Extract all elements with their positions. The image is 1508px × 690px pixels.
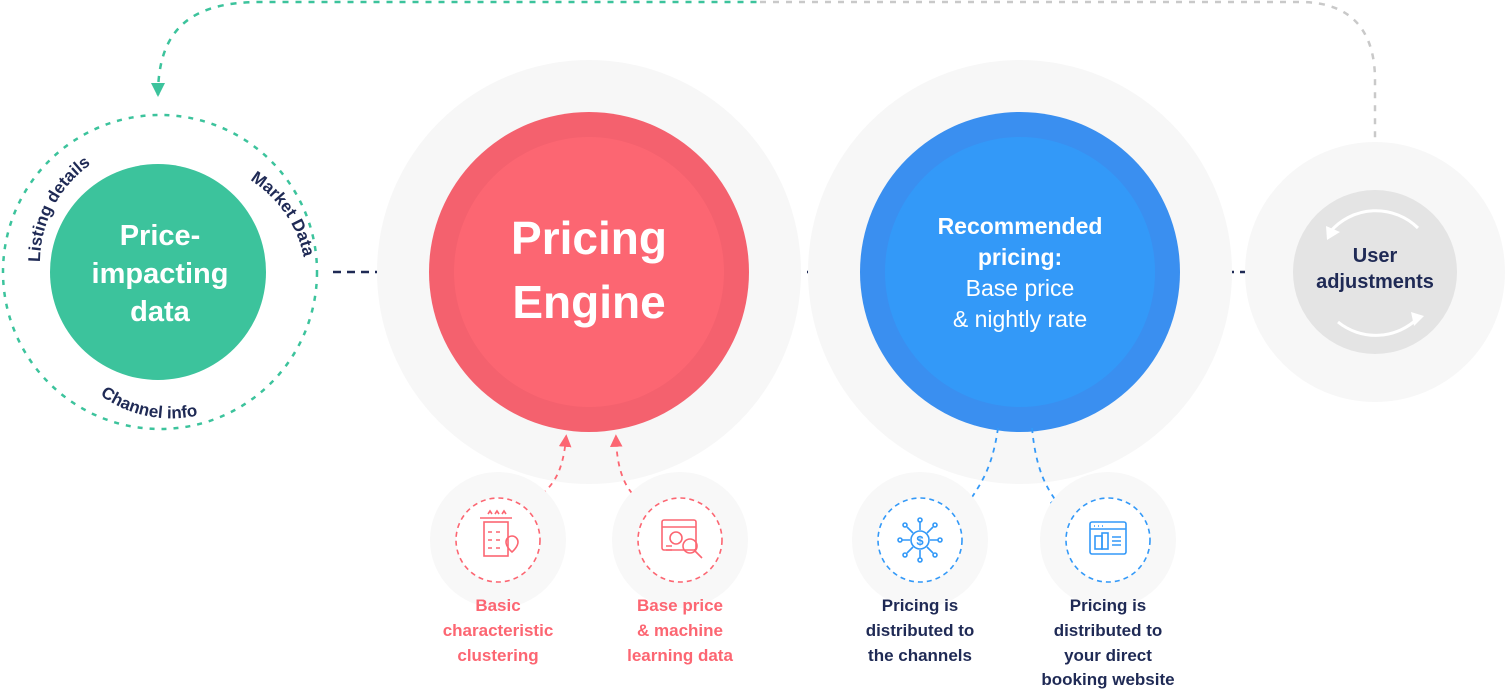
recommended-line-4: & nightly rate xyxy=(953,306,1087,332)
feedback-arrowhead xyxy=(151,83,165,97)
recommended-line-3: Base price xyxy=(966,275,1075,301)
sub-node-channels-ring xyxy=(877,497,963,583)
channels-line-3: the channels xyxy=(868,646,972,665)
arrow-clustering-to-engine xyxy=(524,434,572,506)
sub-node-ml: Base price & machine learning data xyxy=(612,472,748,665)
ml-line-2: & machine xyxy=(637,621,723,640)
engine-line-2: Engine xyxy=(512,276,665,328)
website-line-4: booking website xyxy=(1041,670,1174,689)
sub-node-channels: $ Pricing is distributed to the channels xyxy=(852,472,988,665)
website-line-2: distributed to xyxy=(1054,621,1163,640)
ring-label-channel-info: Channel info xyxy=(98,383,199,423)
input-circle xyxy=(50,164,266,380)
website-browser-icon xyxy=(1089,521,1127,555)
sub-node-clustering: Basic characteristic clustering xyxy=(430,472,566,665)
ml-line-3: learning data xyxy=(627,646,733,665)
channels-line-1: Pricing is xyxy=(882,596,959,615)
clustering-line-1: Basic xyxy=(475,596,520,615)
arrow-recommended-to-channels xyxy=(963,427,999,510)
cycle-arrow-top-icon xyxy=(1328,209,1420,233)
website-line-3: your direct xyxy=(1064,646,1152,665)
recommended-line-1: Recommended xyxy=(938,213,1103,239)
recommended-node: Recommended pricing: Base price & nightl… xyxy=(808,60,1232,484)
user-line-2: adjustments xyxy=(1316,271,1434,293)
arrow-recommended-to-website xyxy=(1031,427,1063,509)
sub-node-website: Pricing is distributed to your direct bo… xyxy=(1040,472,1176,689)
hotel-building-icon xyxy=(480,509,519,557)
channels-line-2: distributed to xyxy=(866,621,975,640)
ml-line-1: Base price xyxy=(637,596,723,615)
clustering-line-2: characteristic xyxy=(443,621,554,640)
cycle-arrow-bottom-icon xyxy=(1337,316,1420,337)
input-line-3: data xyxy=(130,296,191,328)
dollar-sign-icon: $ xyxy=(916,533,924,548)
clustering-line-3: clustering xyxy=(457,646,538,665)
input-node: Price- impacting data Listing details Ma… xyxy=(1,113,319,431)
input-ring xyxy=(1,113,319,431)
input-line-2: impacting xyxy=(92,258,229,290)
website-line-1: Pricing is xyxy=(1070,596,1147,615)
input-line-1: Price- xyxy=(120,220,201,252)
engine-line-1: Pricing xyxy=(511,212,667,264)
webpage-analytics-icon xyxy=(661,519,703,559)
engine-inner xyxy=(454,137,724,407)
recommended-inner xyxy=(885,137,1155,407)
user-line-1: User xyxy=(1353,245,1398,267)
engine-node: Pricing Engine xyxy=(377,60,801,484)
recommended-line-2: pricing: xyxy=(978,244,1062,270)
cycle-arrowhead-top xyxy=(1326,226,1340,240)
feedback-loop-green xyxy=(156,0,760,96)
feedback-loop-gray xyxy=(760,0,1377,185)
user-node: User adjustments xyxy=(1245,142,1505,402)
dollar-network-icon xyxy=(897,517,943,563)
sub-node-ml-ring xyxy=(637,497,723,583)
cycle-arrowhead-bottom xyxy=(1411,312,1424,326)
